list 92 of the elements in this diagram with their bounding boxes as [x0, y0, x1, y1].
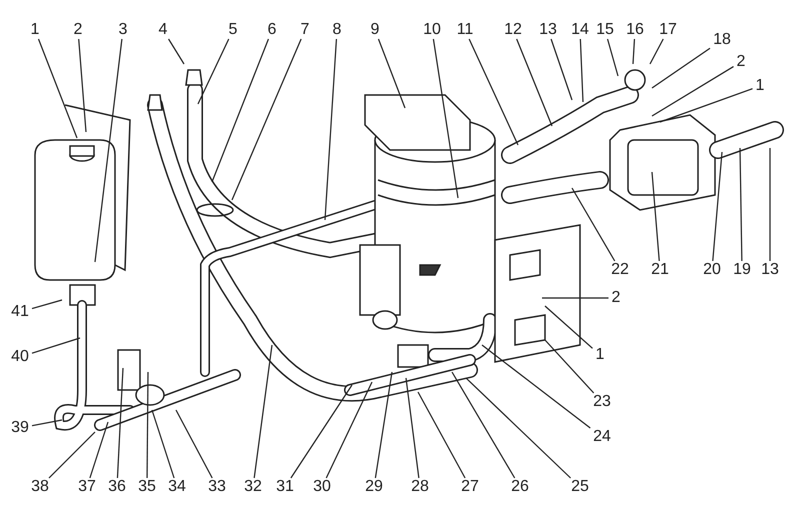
callout-number: 4 [158, 21, 168, 38]
callout-number: 25 [571, 478, 589, 495]
leader-line [405, 378, 420, 478]
leader-line [482, 344, 591, 428]
leader-line [571, 188, 616, 262]
leader-line [374, 372, 393, 478]
callout-number: 28 [411, 478, 429, 495]
leader-line [290, 384, 352, 478]
callout-number: 11 [456, 21, 474, 38]
callout-number: 41 [11, 303, 29, 320]
callout-number: 27 [461, 478, 479, 495]
callout-number: 9 [370, 21, 380, 38]
leader-line [712, 152, 723, 262]
callout-number: 18 [713, 31, 731, 48]
callout-number: 36 [108, 478, 126, 495]
callout-number: 10 [423, 21, 441, 38]
callout-number: 8 [332, 21, 342, 38]
leader-line [550, 38, 573, 100]
callout-number: 2 [612, 289, 620, 306]
callout-number: 5 [228, 21, 238, 38]
leader-line [168, 38, 185, 64]
leader-line [466, 378, 571, 478]
leader-line [542, 297, 608, 299]
leader-line [544, 340, 594, 394]
callout-number: 35 [138, 478, 156, 495]
callout-number: 6 [268, 21, 276, 38]
callout-number: 14 [571, 21, 589, 38]
leader-line [254, 344, 273, 478]
callout-number: 1 [756, 77, 764, 94]
leader-line [417, 392, 466, 478]
leader-line [606, 38, 619, 76]
leader-line [652, 66, 734, 117]
leader-line [769, 148, 771, 261]
leader-line [197, 38, 230, 104]
callout-number: 24 [593, 428, 611, 445]
leader-line [38, 38, 78, 138]
leader-line [94, 38, 123, 262]
leader-line [652, 48, 710, 88]
callout-number: 15 [596, 21, 614, 38]
leader-line [89, 422, 109, 478]
callout-number: 31 [276, 478, 294, 495]
leader-line [32, 337, 80, 354]
leader-line [175, 410, 213, 478]
leader-line [660, 88, 753, 123]
leader-line [580, 38, 584, 102]
leader-line [32, 299, 62, 310]
leader-line [516, 38, 553, 126]
callout-number: 7 [300, 21, 310, 38]
callout-number: 34 [168, 478, 186, 495]
callout-number: 12 [504, 21, 522, 38]
leader-line [146, 372, 149, 478]
leader-line [451, 372, 516, 478]
leader-line [211, 38, 269, 182]
leader-line [432, 38, 459, 198]
callout-number: 2 [74, 21, 82, 38]
callout-number: 39 [11, 419, 29, 436]
callout-number: 40 [11, 348, 29, 365]
callout-number: 32 [244, 478, 262, 495]
callout-number: 38 [31, 478, 49, 495]
leader-line [468, 38, 519, 146]
leader-line [48, 432, 96, 478]
leader-line [32, 419, 62, 426]
callout-number: 33 [208, 478, 226, 495]
callout-number: 19 [733, 261, 751, 278]
leader-line [649, 38, 664, 64]
leader-line [632, 38, 636, 64]
leader-line [739, 148, 742, 261]
callout-number: 1 [30, 21, 40, 38]
callout-number: 22 [611, 261, 629, 278]
leader-line [78, 38, 87, 132]
callout-number: 23 [593, 393, 611, 410]
callout-number: 2 [736, 53, 746, 70]
leader-line [231, 38, 302, 200]
callout-number: 20 [703, 261, 721, 278]
callout-number: 13 [539, 21, 557, 38]
leader-line [116, 368, 124, 478]
leader-line [544, 306, 593, 349]
callout-number: 3 [118, 21, 128, 38]
leader-line [651, 172, 660, 262]
callout-number: 21 [651, 261, 669, 278]
callout-number: 1 [596, 346, 604, 363]
callout-number: 26 [511, 478, 529, 495]
leader-line [324, 38, 338, 220]
callout-number: 13 [761, 261, 779, 278]
callout-number: 29 [365, 478, 383, 495]
leader-line [378, 38, 406, 108]
leader-line [326, 382, 373, 478]
callout-number: 37 [78, 478, 96, 495]
leader-line [151, 410, 175, 478]
callout-number: 17 [659, 21, 677, 38]
callout-number: 16 [626, 21, 644, 38]
callout-number: 30 [313, 478, 331, 495]
